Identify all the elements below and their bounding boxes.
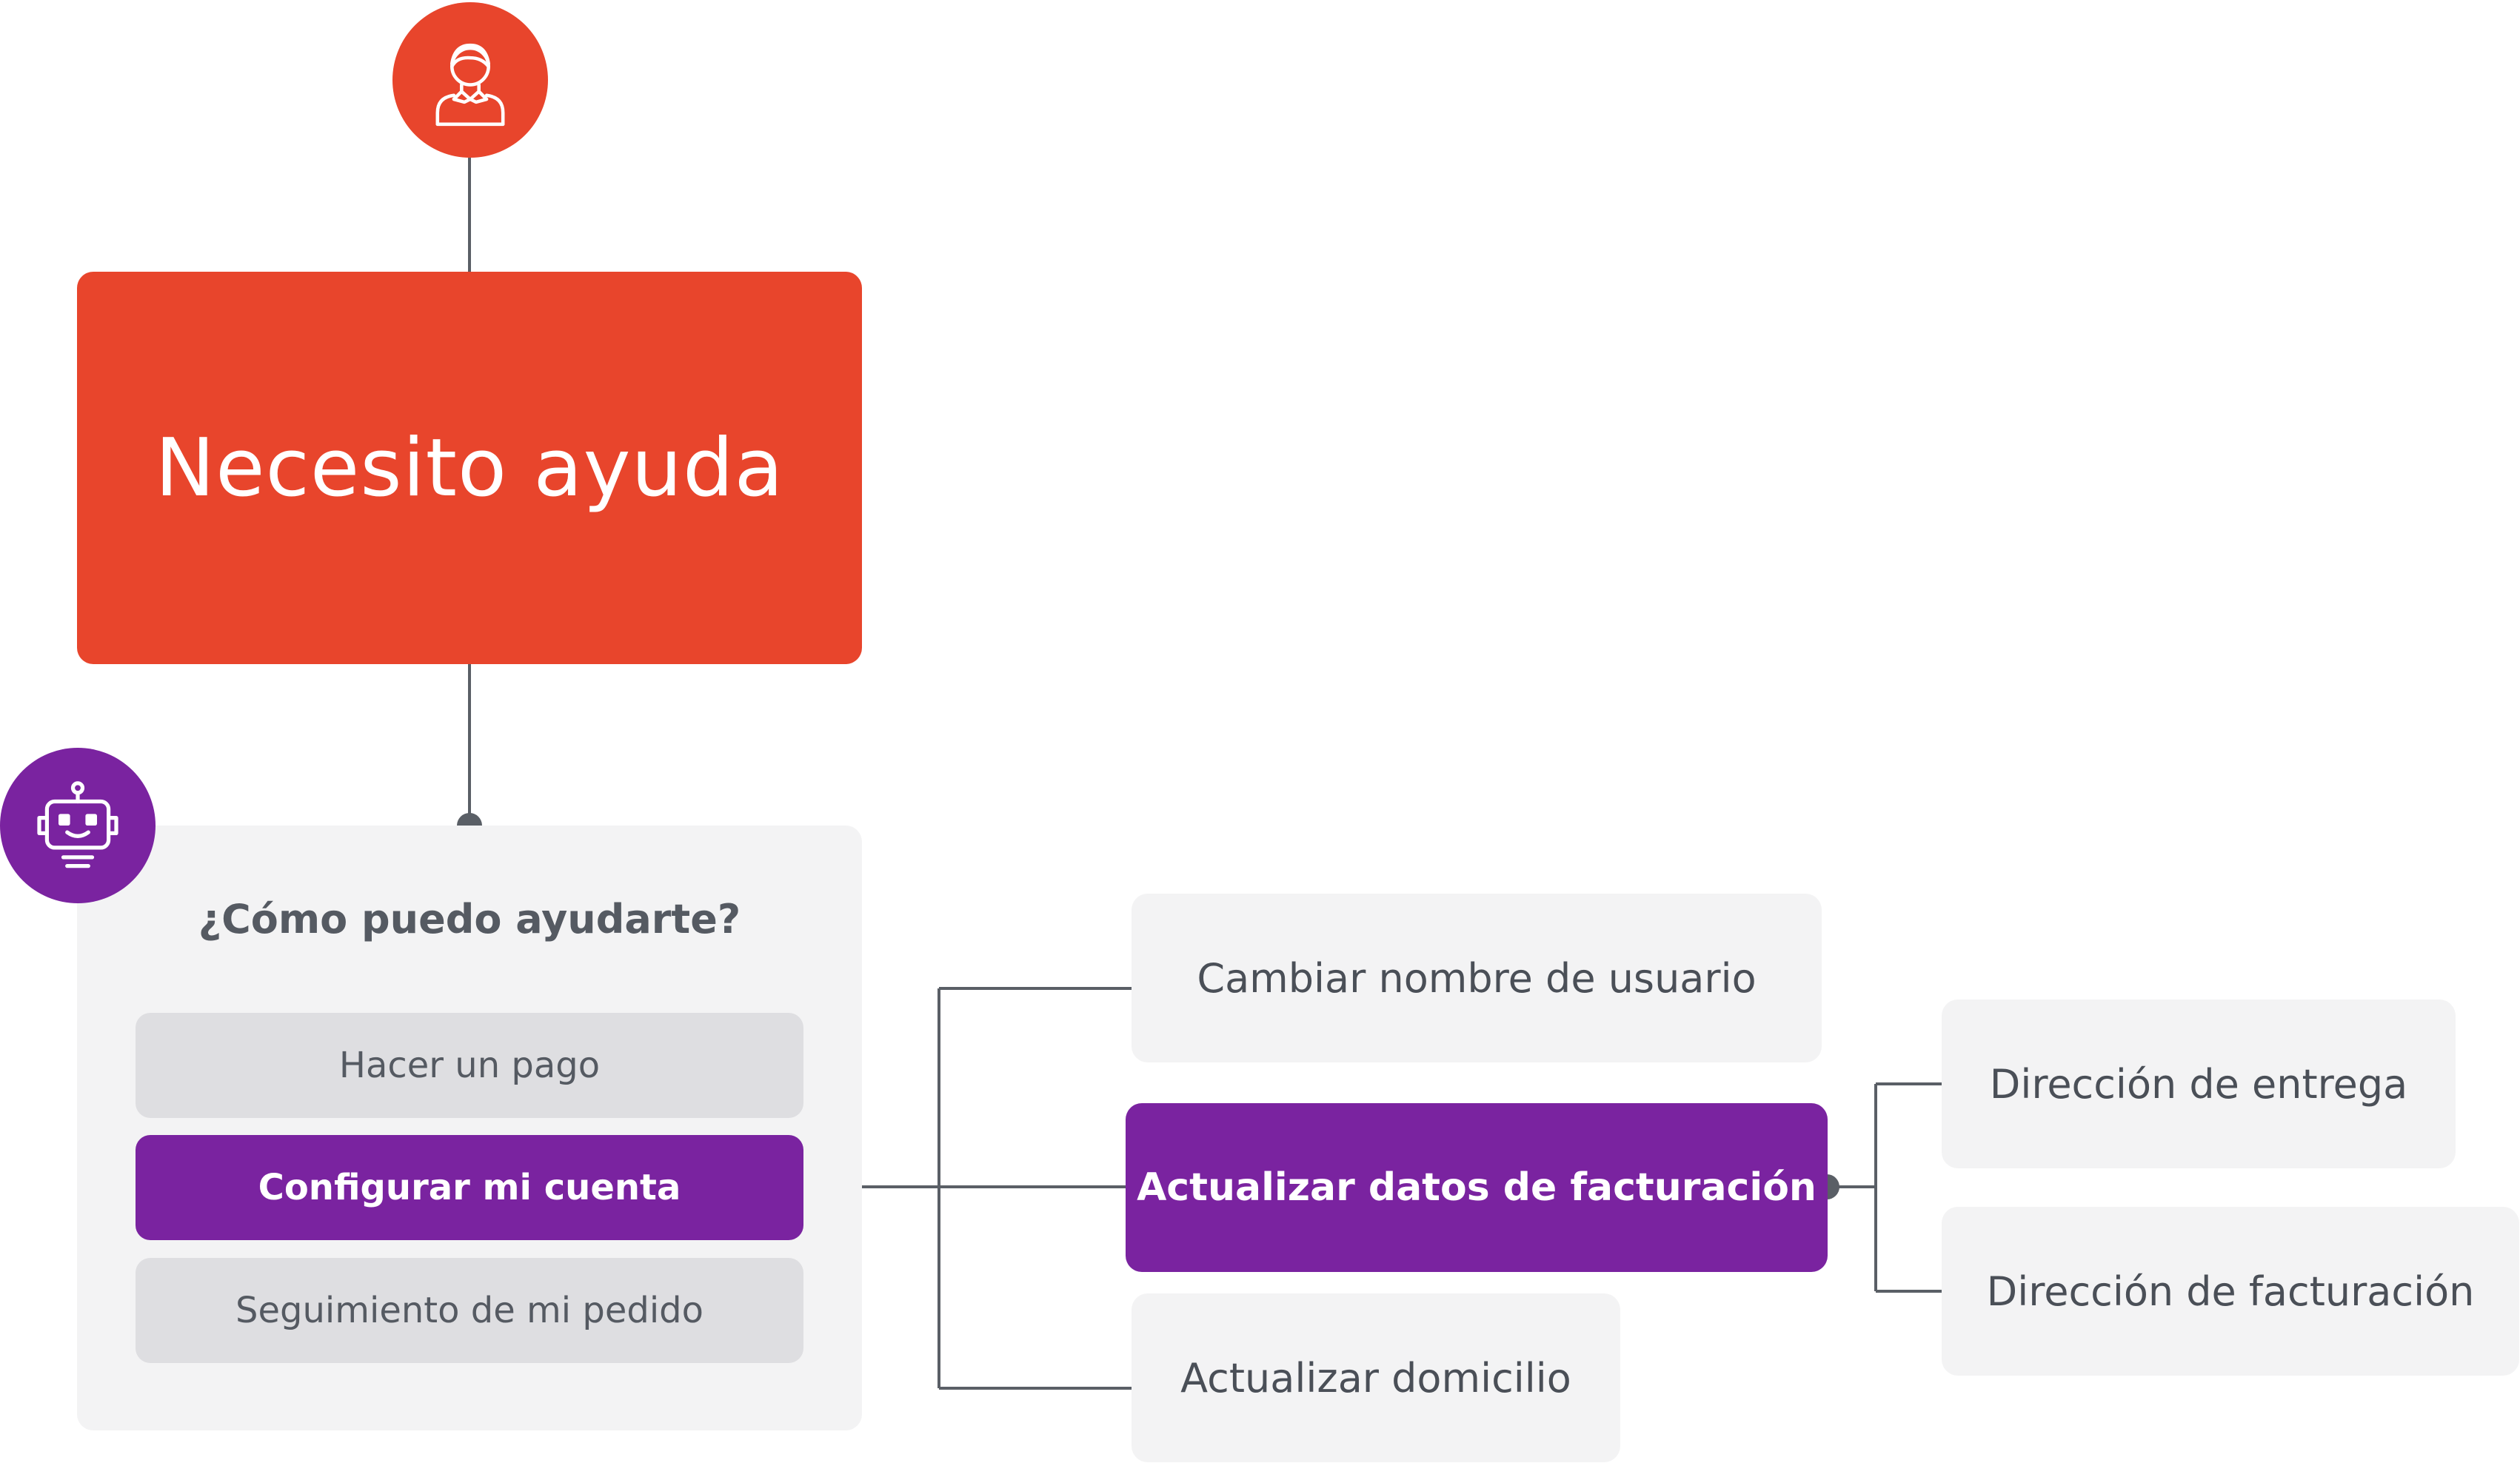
- connector-account-bracket: [805, 987, 1132, 1390]
- option-label: Hacer un pago: [338, 1045, 601, 1086]
- user-icon: [435, 43, 505, 127]
- option-hacer-un-pago[interactable]: Hacer un pago: [136, 1013, 803, 1118]
- need-help-label: Necesito ayuda: [155, 421, 784, 515]
- card-direccion-entrega[interactable]: Dirección de entrega: [1942, 1000, 2456, 1168]
- user-avatar: [392, 2, 548, 158]
- card-label: Dirección de entrega: [1989, 1060, 2408, 1108]
- card-cambiar-nombre-usuario[interactable]: Cambiar nombre de usuario: [1132, 894, 1822, 1062]
- card-label: Actualizar domicilio: [1180, 1354, 1571, 1402]
- robot-icon: [37, 781, 118, 868]
- option-configurar-mi-cuenta[interactable]: Configurar mi cuenta: [136, 1135, 803, 1240]
- card-direccion-facturacion[interactable]: Dirección de facturación: [1942, 1207, 2519, 1376]
- option-label: Seguimiento de mi pedido: [235, 1290, 703, 1331]
- option-label: Configurar mi cuenta: [258, 1167, 681, 1208]
- card-actualizar-domicilio[interactable]: Actualizar domicilio: [1132, 1293, 1620, 1462]
- need-help-node: Necesito ayuda: [77, 272, 862, 664]
- bot-question: ¿Cómo puedo ayudarte?: [198, 896, 741, 943]
- card-label: Dirección de facturación: [1986, 1268, 2475, 1315]
- card-label: Actualizar datos de facturación: [1137, 1165, 1817, 1210]
- option-seguimiento-pedido[interactable]: Seguimiento de mi pedido: [136, 1258, 803, 1363]
- connector-billing-bracket: [1827, 1082, 1942, 1293]
- bot-avatar: [0, 748, 156, 903]
- card-label: Cambiar nombre de usuario: [1197, 954, 1757, 1002]
- card-actualizar-datos-facturacion[interactable]: Actualizar datos de facturación: [1126, 1103, 1828, 1272]
